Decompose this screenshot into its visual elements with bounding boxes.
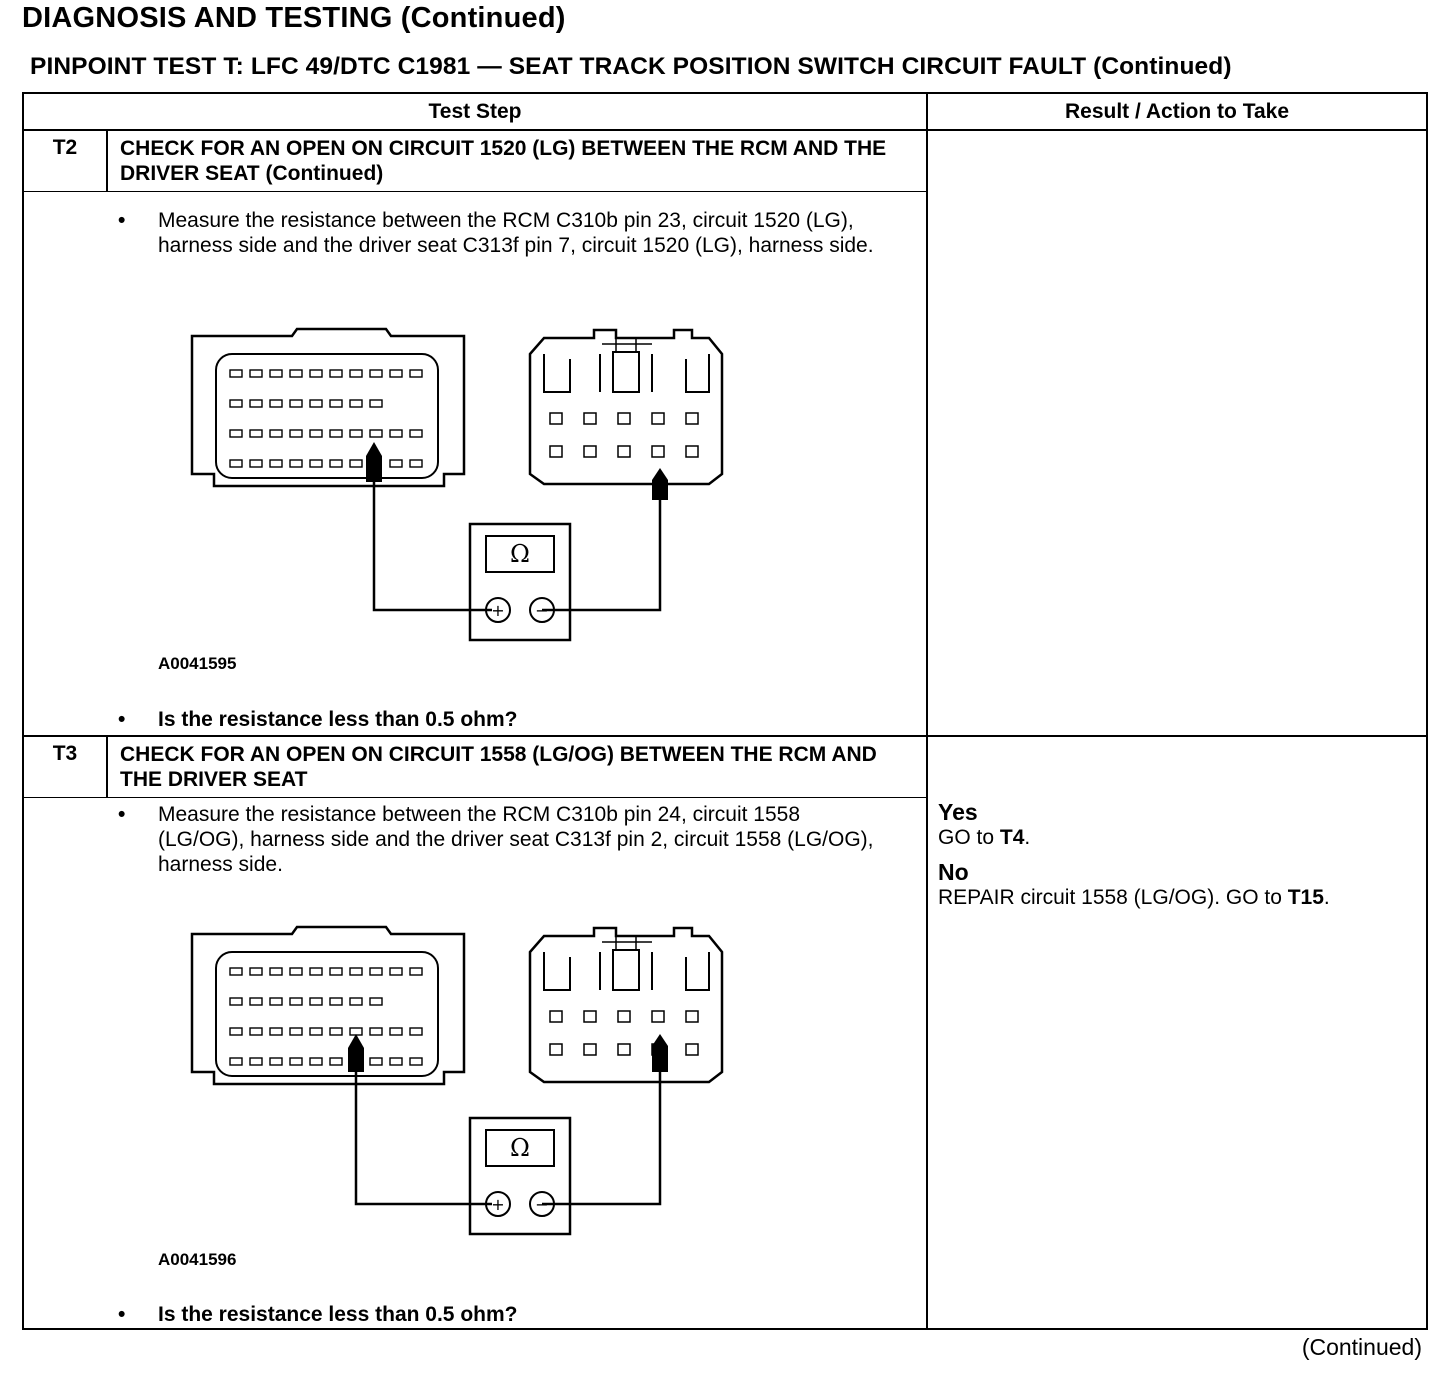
bullet: • <box>118 1303 126 1326</box>
plus-terminal-icon: + <box>491 1195 504 1214</box>
probe-tip-icon <box>348 1034 364 1072</box>
yes-action-text: GO to <box>938 826 995 849</box>
no-action-suffix: . <box>1323 886 1330 909</box>
step-heading: CHECK FOR AN OPEN ON CIRCUIT 1520 (LG) B… <box>120 137 887 185</box>
header-divider <box>24 129 1428 131</box>
result-yes: Yes GO to T4. <box>938 800 1428 850</box>
col-header-test-step: Test Step <box>428 100 522 123</box>
figure-id: A0041595 <box>158 654 237 673</box>
wiring-diagram: Ω + − <box>190 925 724 1236</box>
pinpoint-test-table: Test Step Result / Action to Take T2 CHE… <box>22 92 1428 1330</box>
rcm-connector-icon <box>190 327 466 488</box>
seat-connector-icon <box>528 328 724 486</box>
bullet: • <box>118 803 126 826</box>
ohmmeter-icon <box>468 1116 572 1236</box>
step-instruction: • Measure the resistance between the RCM… <box>118 802 888 877</box>
step-id-divider-t3 <box>106 735 108 797</box>
yes-action: GO to T4. <box>938 825 1428 850</box>
probe-tip-icon <box>652 468 668 500</box>
plus-terminal-icon: + <box>491 601 504 620</box>
ohm-symbol: Ω <box>510 540 530 568</box>
seat-connector-icon <box>528 926 724 1084</box>
figure-id: A0041596 <box>158 1250 237 1269</box>
column-divider <box>926 94 928 1330</box>
no-label: No <box>938 859 969 885</box>
no-action-text: REPAIR circuit 1558 (LG/OG). GO to <box>938 886 1282 909</box>
no-action: REPAIR circuit 1558 (LG/OG). GO to T15. <box>938 885 1428 910</box>
no-target-link[interactable]: T15 <box>1287 886 1324 909</box>
step-question: • Is the resistance less than 0.5 ohm? <box>118 1302 888 1327</box>
yes-label: Yes <box>938 799 978 825</box>
ohm-symbol: Ω <box>510 1134 530 1162</box>
continued-footer: (Continued) <box>1301 1334 1422 1360</box>
rcm-connector-icon <box>190 925 466 1086</box>
minus-terminal-icon: − <box>535 601 548 620</box>
question-text: Is the resistance less than 0.5 ohm? <box>158 708 518 731</box>
probe-tip-icon <box>652 1034 668 1072</box>
yes-target-link[interactable]: T4 <box>999 826 1025 849</box>
instruction-text: Measure the resistance between the RCM C… <box>158 803 874 876</box>
heading-divider-t2 <box>24 191 926 192</box>
instruction-text: Measure the resistance between the RCM C… <box>158 209 874 257</box>
col-header-result: Result / Action to Take <box>1064 100 1290 123</box>
pinpoint-test-title: PINPOINT TEST T: LFC 49/DTC C1981 — SEAT… <box>30 53 1232 80</box>
step-question: • Is the resistance less than 0.5 ohm? <box>118 707 888 732</box>
row-divider <box>24 735 1428 737</box>
minus-terminal-icon: − <box>535 1195 548 1214</box>
page-title: DIAGNOSIS AND TESTING (Continued) <box>22 2 566 34</box>
ohmmeter-icon <box>468 522 572 642</box>
step-id-divider-t2 <box>106 129 108 191</box>
yes-action-suffix: . <box>1024 826 1031 849</box>
probe-tip-icon <box>366 442 382 482</box>
step-id: T2 <box>52 136 78 159</box>
wiring-diagram: Ω + − <box>190 327 724 642</box>
result-no: No REPAIR circuit 1558 (LG/OG). GO to T1… <box>938 860 1428 910</box>
question-text: Is the resistance less than 0.5 ohm? <box>158 1303 518 1326</box>
bullet: • <box>118 209 126 232</box>
heading-divider-t3 <box>24 797 926 798</box>
step-heading: CHECK FOR AN OPEN ON CIRCUIT 1558 (LG/OG… <box>120 743 877 791</box>
step-instruction: • Measure the resistance between the RCM… <box>118 208 888 258</box>
bullet: • <box>118 708 126 731</box>
step-id: T3 <box>52 742 78 765</box>
